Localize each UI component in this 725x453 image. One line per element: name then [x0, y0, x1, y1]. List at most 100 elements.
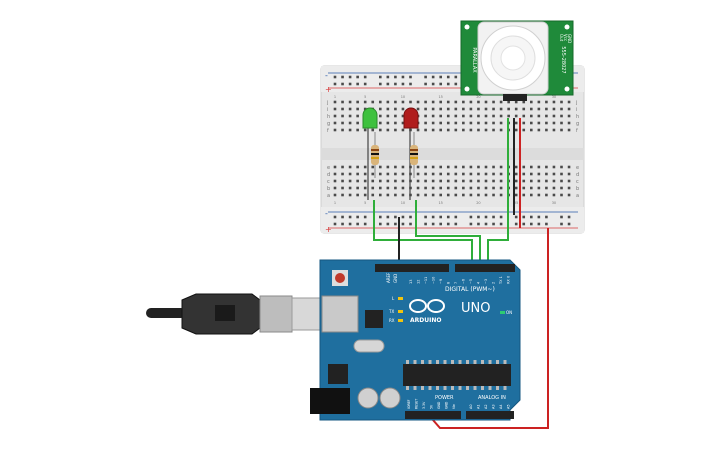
- row-letter: h: [576, 114, 579, 120]
- board-model: UNO: [461, 301, 490, 316]
- usb-cable-icon: [146, 293, 349, 335]
- analog-pin-label: A4: [499, 404, 503, 409]
- power-header: [405, 411, 461, 419]
- resistor-1: [371, 132, 379, 178]
- analog-pin-label: A3: [492, 404, 496, 409]
- column-number: 20: [476, 95, 480, 99]
- analog-pin-label: A1: [477, 404, 481, 409]
- power-pin-label: GND: [437, 401, 441, 409]
- digital-label: DIGITAL (PWM~): [445, 286, 495, 293]
- row-letter: b: [327, 186, 330, 192]
- row-letter: e: [576, 165, 579, 171]
- wire-green-led: [373, 200, 473, 268]
- analog-pin-label: A0: [469, 404, 473, 409]
- digital-pin-label: ~10: [432, 277, 436, 284]
- power-pin-label: Vin: [452, 404, 456, 409]
- pir-label-left: PARALLAX: [471, 47, 477, 73]
- rail-plus-top: +: [325, 85, 332, 94]
- tx-label: TX: [388, 309, 394, 314]
- analog-label: ANALOG IN: [478, 395, 506, 401]
- digital-pin-label: ~6: [462, 279, 466, 284]
- column-number: 1: [334, 201, 336, 205]
- column-number: 15: [438, 201, 442, 205]
- wire-red-led: [415, 200, 481, 268]
- power-pin-label: GND: [445, 401, 449, 409]
- pir-label-right: 555-28027: [560, 46, 566, 73]
- pir-pin-out: Out: [559, 34, 564, 42]
- column-number: 10: [401, 95, 405, 99]
- wires: [373, 118, 549, 429]
- rail-minus-bottom: -: [325, 209, 328, 218]
- digital-header-right: [455, 264, 515, 272]
- l-label: L: [392, 296, 395, 301]
- row-letter: i: [327, 107, 328, 113]
- digital-pin-label: ~3: [484, 279, 488, 284]
- rail-plus-bottom: +: [325, 225, 332, 234]
- digital-pin-label: ~11: [424, 277, 428, 284]
- row-letter: h: [327, 114, 330, 120]
- power-pin-label: IOREF: [407, 399, 411, 409]
- row-letter: a: [327, 193, 330, 199]
- digital-pin-label: 12: [417, 280, 421, 284]
- rail-minus-top: -: [325, 71, 328, 80]
- reset-button[interactable]: [335, 273, 345, 283]
- column-number: 30: [552, 201, 556, 205]
- digital-pin-label: RX 0: [507, 276, 511, 284]
- row-letter: f: [576, 128, 578, 134]
- digital-pin-label: 2: [492, 282, 496, 284]
- row-letter: c: [327, 179, 330, 185]
- digital-pin-label: 7: [454, 282, 458, 284]
- digital-pin-label: TX 1: [499, 276, 503, 285]
- column-number: 10: [401, 201, 405, 205]
- power-pin-label: RESET: [415, 399, 419, 409]
- row-letter: i: [576, 107, 577, 113]
- analog-header: [466, 411, 514, 419]
- pir-pin-vcc: Vcc: [563, 34, 568, 41]
- row-letter: c: [576, 179, 579, 185]
- column-number: 20: [476, 201, 480, 205]
- gnd-label: GND: [393, 274, 398, 283]
- row-letter: f: [327, 128, 329, 134]
- pir-sensor: PARALLAX 555-28027 GND Vcc Out: [460, 20, 574, 101]
- led-red: [403, 107, 419, 129]
- pir-pin-labels: GND Vcc Out: [559, 34, 572, 43]
- column-number: 5: [364, 95, 366, 99]
- resistor-2: [410, 132, 418, 178]
- row-letter: g: [576, 121, 579, 127]
- digital-pin-label: ~9: [439, 279, 443, 284]
- row-letter: j: [575, 100, 577, 106]
- digital-pin-label: 13: [409, 280, 413, 284]
- analog-pin-label: A5: [507, 404, 511, 409]
- on-label: ON: [506, 310, 512, 315]
- board-brand: ARDUINO: [410, 317, 441, 324]
- column-number: 5: [364, 201, 366, 205]
- digital-pin-label: 4: [477, 281, 481, 284]
- row-letter: b: [576, 186, 579, 192]
- row-letter: d: [576, 172, 579, 178]
- row-letter: d: [327, 172, 330, 178]
- power-pin-label: 3.3V: [422, 401, 426, 409]
- column-number: 15: [438, 95, 442, 99]
- column-number: 1: [334, 95, 336, 99]
- wire-pir-out: [487, 118, 509, 268]
- row-letter: g: [327, 121, 330, 127]
- power-label: POWER: [435, 395, 454, 401]
- aref-label: AREF: [386, 272, 391, 283]
- column-number: 25: [514, 201, 518, 205]
- digital-pin-label: ~5: [469, 279, 473, 284]
- analog-pin-label: A2: [484, 404, 488, 409]
- digital-pin-label: 8: [447, 282, 451, 284]
- digital-header-left: [375, 264, 449, 272]
- row-letter: e: [327, 165, 330, 171]
- column-number: 30: [552, 95, 556, 99]
- rx-label: RX: [389, 318, 395, 323]
- atmega-chip: [403, 364, 511, 386]
- row-letter: j: [326, 100, 328, 106]
- led-green: [362, 107, 378, 129]
